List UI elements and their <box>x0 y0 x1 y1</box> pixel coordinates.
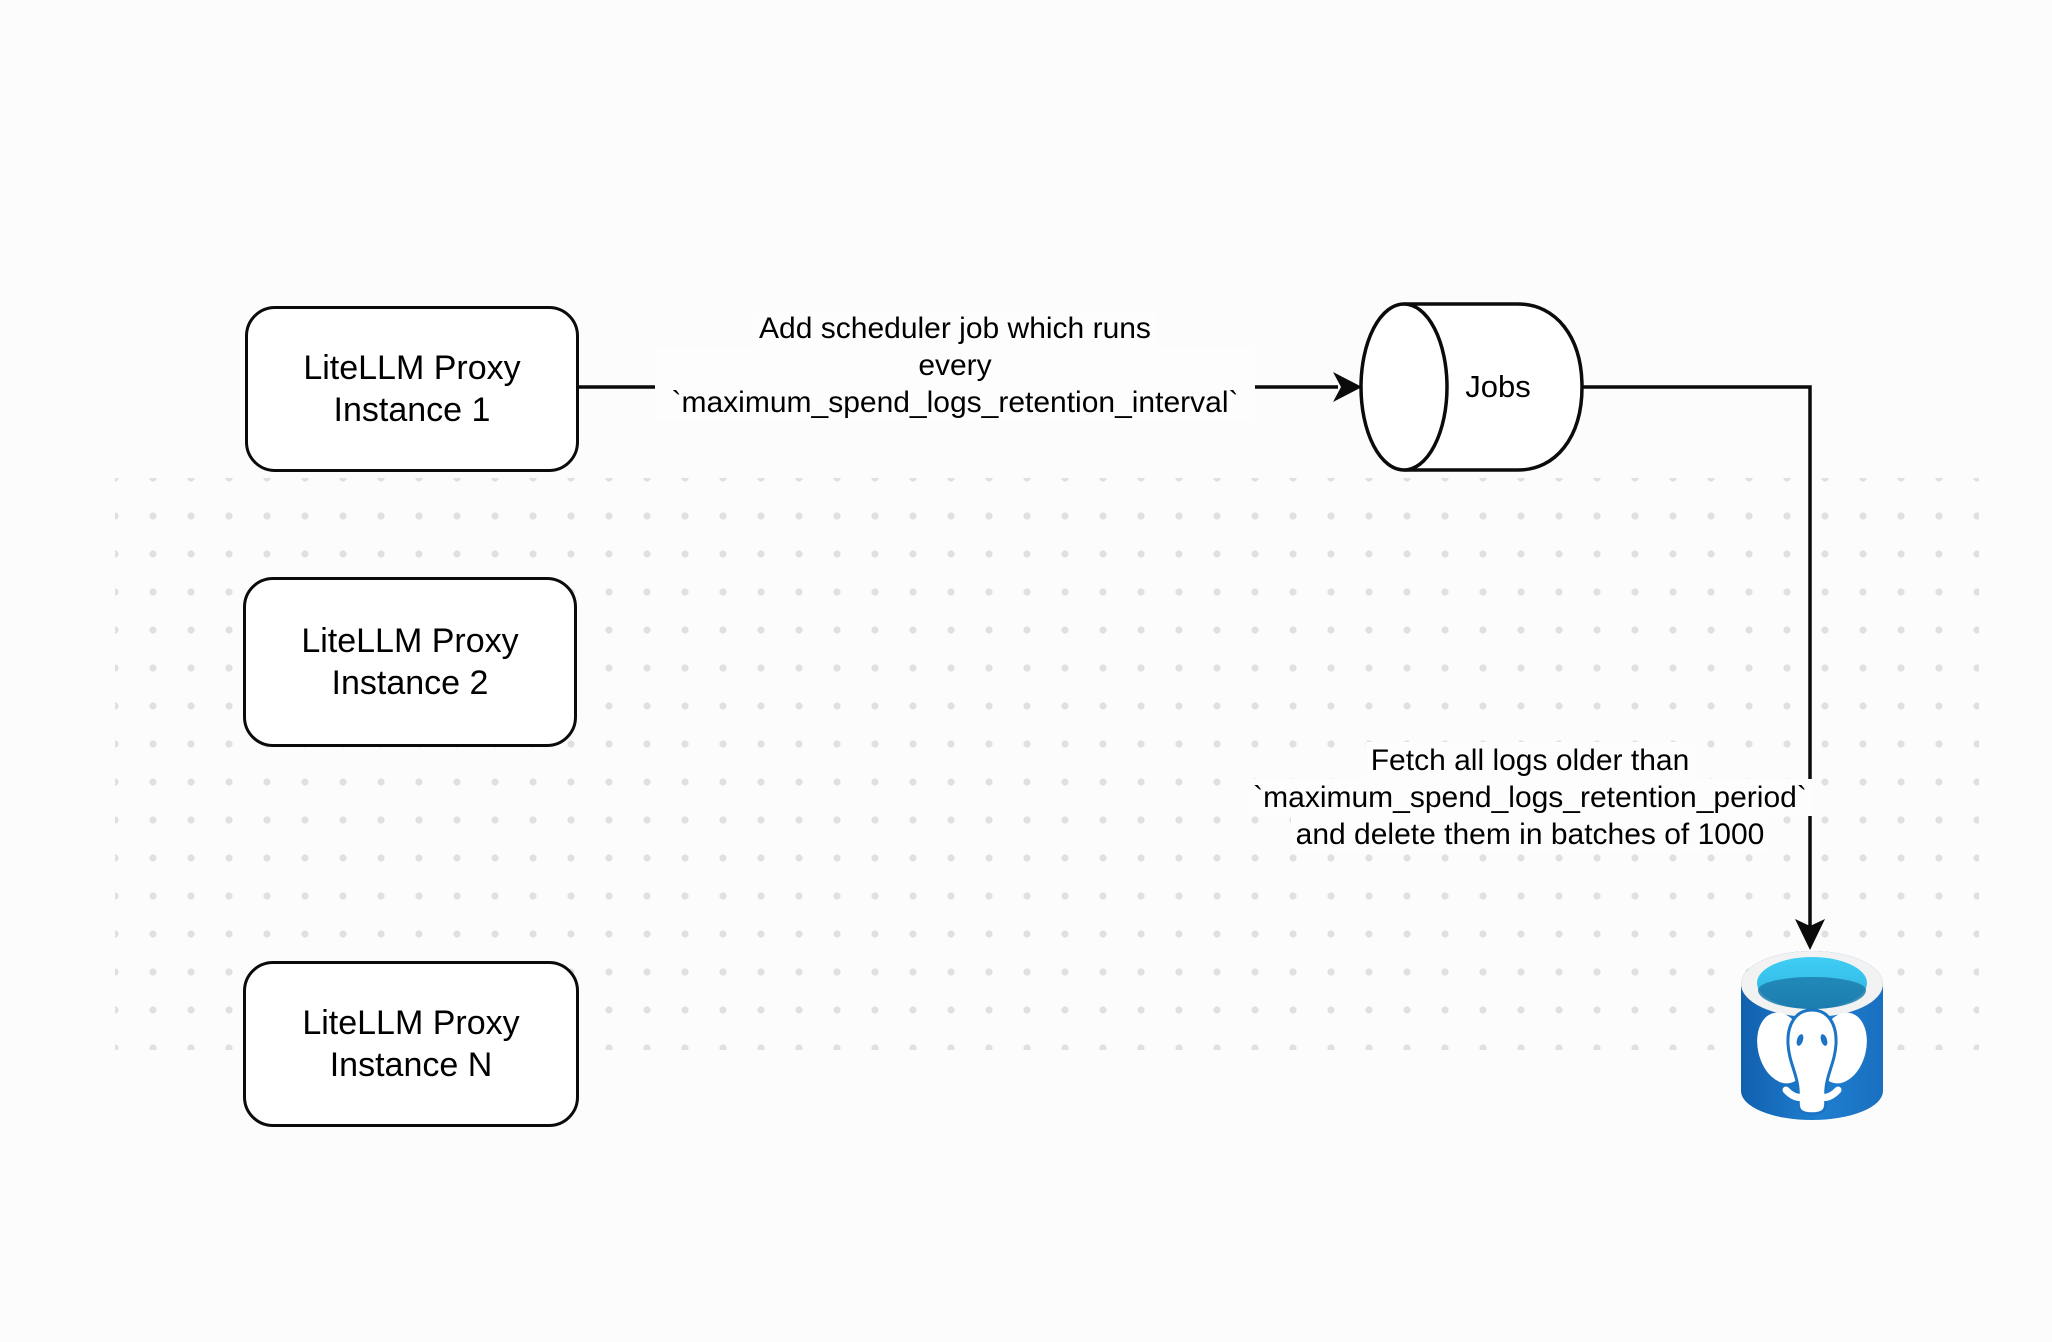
postgresql-database-icon <box>1741 951 1883 1120</box>
postgres-opening-liquid <box>1758 977 1866 1009</box>
scheduler-edge-label-line-2: every `maximum_spend_logs_retention_inte… <box>655 347 1255 421</box>
node-label-line: LiteLLM Proxy <box>302 1004 520 1042</box>
node-label-line: LiteLLM Proxy <box>301 622 519 660</box>
fetch-delete-edge-label-line-3: and delete them in batches of 1000 <box>1290 816 1770 853</box>
postgres-elephant-left-eye <box>1796 1034 1804 1046</box>
postgres-elephant-left-tusk <box>1782 1086 1812 1101</box>
postgres-elephant-logo <box>1757 1008 1867 1116</box>
scheduler-arrowhead <box>1333 372 1362 402</box>
jobs-queue-cylinder <box>1359 302 1584 472</box>
fetch-delete-edge-label-line-1: Fetch all logs older than <box>1365 742 1695 779</box>
node-label-line: Instance N <box>329 1046 493 1084</box>
node-label-line: Instance 1 <box>333 391 491 429</box>
node-litellm-proxy-instance-2: LiteLLM Proxy Instance 2 <box>243 577 577 747</box>
scheduler-edge-label: Add scheduler job which runs every `maxi… <box>655 310 1255 421</box>
postgres-elephant-right-tusk <box>1812 1086 1842 1101</box>
jobs-queue-label: Jobs <box>1465 369 1531 404</box>
node-label-line: LiteLLM Proxy <box>303 349 521 387</box>
node-litellm-proxy-instance-1: LiteLLM Proxy Instance 1 <box>245 306 579 472</box>
jobs-queue-body <box>1404 302 1584 472</box>
node-label-line: Instance 2 <box>331 664 489 702</box>
node-litellm-proxy-instance-n: LiteLLM Proxy Instance N <box>243 961 579 1127</box>
fetch-delete-edge-label: Fetch all logs older than `maximum_spend… <box>1230 742 1830 853</box>
fetch-delete-edge-label-line-2: `maximum_spend_logs_retention_period` <box>1248 779 1812 816</box>
database-arrowhead <box>1795 919 1825 950</box>
fetch-delete-connector-line <box>1582 385 1812 928</box>
postgres-elephant-right-eye <box>1820 1034 1828 1046</box>
scheduler-edge-label-line-1: Add scheduler job which runs <box>754 310 1156 347</box>
jobs-queue-left-ellipse <box>1359 302 1449 472</box>
